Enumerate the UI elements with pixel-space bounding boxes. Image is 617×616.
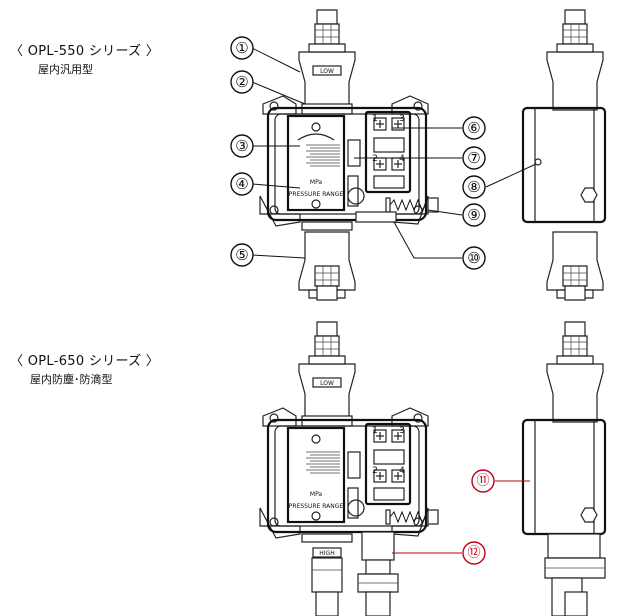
callout-8 (462, 175, 486, 199)
label-unit-650: MPa (310, 491, 323, 498)
callout-10 (462, 246, 486, 270)
callout-3 (230, 134, 254, 158)
series-subtitle-opl-650: 屋内防塵･防滴型 (30, 373, 113, 386)
enclosure-box (266, 106, 428, 222)
side-enclosure (521, 106, 607, 224)
cable-gland (361, 531, 395, 561)
label-pressure-range-650: PRESSURE RANGE (289, 503, 344, 510)
svg-text:⑪: ⑪ (476, 474, 489, 489)
svg-text:⑩: ⑩ (467, 249, 480, 267)
svg-text:④: ④ (235, 175, 248, 193)
callouts-opl-550: ① ② ③ ④ ⑤ ⑥ ⑦ ⑧ ⑨ ⑩ (230, 36, 537, 270)
svg-text:⑨: ⑨ (467, 206, 480, 224)
label-low-650: LOW (320, 380, 334, 387)
terminal-3-650: 3 (399, 426, 405, 436)
series-title-opl-550: 〈 OPL-550 シリーズ 〉 (10, 44, 160, 59)
label-plate-high-650 (312, 547, 342, 558)
terminal-2-650: 2 (372, 466, 378, 476)
label-unit: MPa (310, 179, 323, 186)
callout-2 (230, 70, 254, 94)
series-subtitle-opl-550: 屋内汎用型 (38, 63, 93, 76)
front-view-opl-650: LOW MPa PRESSURE RANGE 1 3 2 4 (259, 321, 439, 616)
svg-text:①: ① (235, 39, 248, 57)
svg-text:⑤: ⑤ (235, 246, 248, 264)
side-view-opl-550 (521, 9, 607, 301)
label-low: LOW (320, 68, 334, 75)
front-view-opl-550: LOW MPa PRESSURE RANGE 1 3 2 4 (259, 9, 439, 301)
label-pressure-range: PRESSURE RANGE (289, 191, 344, 198)
callout-11 (471, 469, 495, 493)
callouts-opl-650: ⑪ ⑫ (392, 469, 530, 565)
terminal-4-650: 4 (399, 466, 405, 476)
terminal-2: 2 (372, 154, 378, 164)
terminal-1-650: 1 (372, 426, 378, 436)
label-plate-low (312, 65, 342, 76)
svg-text:⑫: ⑫ (467, 546, 480, 561)
svg-text:②: ② (235, 73, 248, 91)
side-view-opl-650 (521, 321, 607, 616)
pressure-scale-plate (286, 114, 346, 212)
label-high-650: HIGH (319, 550, 334, 557)
callout-7 (462, 146, 486, 170)
callout-6 (462, 116, 486, 140)
svg-text:⑧: ⑧ (467, 178, 480, 196)
callout-9 (462, 203, 486, 227)
terminal-4: 4 (399, 154, 405, 164)
callout-5 (230, 243, 254, 267)
series-title-opl-650: 〈 OPL-650 シリーズ 〉 (10, 354, 160, 369)
terminal-1: 1 (372, 114, 378, 124)
label-plate-low-650 (312, 377, 342, 388)
svg-text:⑥: ⑥ (467, 119, 480, 137)
callout-1 (230, 36, 254, 60)
svg-text:⑦: ⑦ (467, 149, 480, 167)
terminal-3: 3 (399, 114, 405, 124)
callout-12 (462, 541, 486, 565)
svg-text:③: ③ (235, 137, 248, 155)
callout-4 (230, 172, 254, 196)
